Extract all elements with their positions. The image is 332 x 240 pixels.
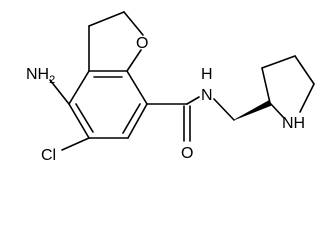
bond-c3-c4	[127, 103, 148, 139]
amine-subscript: 2	[49, 74, 55, 86]
bond-c5-c6	[68, 103, 90, 139]
bond-c4-c5-pyrrolidine	[294, 55, 315, 85]
bond-c3-c4-inner	[122, 103, 141, 134]
bond-n-c2-pyrrolidine	[269, 102, 285, 119]
bond-c5-chlorine	[61, 137, 90, 151]
bond-c2-c3-pyrrolidine	[261, 67, 271, 104]
stereo-wedge-bond	[233, 100, 272, 121]
bond-carbonyl-n	[186, 96, 200, 105]
bond-c5-c6-inner	[75, 103, 94, 133]
pyrrolidine-nh-label: NH	[282, 115, 305, 132]
bond-c3-c4-pyrrolidine	[261, 55, 296, 69]
amide-hydrogen-label: H	[201, 66, 213, 83]
dihydrofuran-ring	[88, 11, 144, 72]
amide-oxygen-label: O	[181, 145, 193, 162]
furan-oxygen-label: O	[136, 35, 148, 52]
chlorine-label: Cl	[41, 147, 56, 164]
bond-n-ch2	[213, 98, 235, 121]
amine-label: NH2	[26, 66, 55, 86]
benzene-ring	[68, 70, 148, 139]
bond-c2-c3	[126, 70, 148, 105]
bond-o-c2	[126, 49, 142, 72]
bond-c6-c1	[68, 70, 90, 105]
bond-ch2-o	[123, 11, 144, 36]
bond-ch2-ch2	[88, 11, 125, 27]
pyrrolidine-ring	[233, 55, 315, 121]
amide-nitrogen-label: N	[201, 87, 213, 104]
substituent-bonds	[49, 79, 90, 151]
amide-group	[146, 96, 235, 142]
bond-c6-amine	[49, 79, 70, 105]
bond-c5-n-pyrrolidine	[299, 83, 315, 113]
atom-labels: NH2 O Cl O N H NH	[26, 35, 305, 164]
chemical-structure-diagram: NH2 O Cl O N H NH	[26, 11, 315, 164]
